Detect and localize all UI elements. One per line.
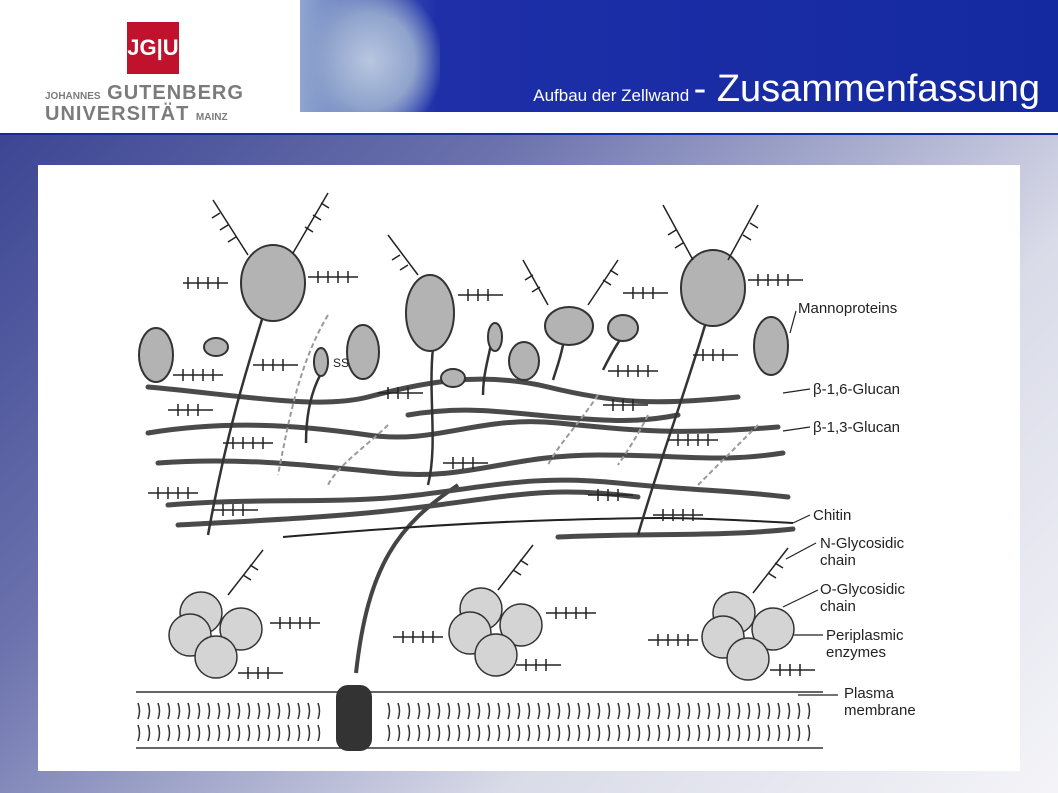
periplasmic-enzymes	[168, 587, 795, 681]
label-b13-glucan: β-1,3-Glucan	[813, 419, 900, 436]
university-logo-mark: JG|U	[127, 22, 179, 74]
slide-title-main: Aufbau der Zellwand	[533, 86, 690, 105]
logo-johannes: JOHANNES	[45, 91, 101, 102]
label-o-glycosidic: O-Glycosidic chain	[820, 581, 906, 615]
label-chitin: Chitin	[813, 507, 852, 524]
logo-universitaet: UNIVERSITÄT	[45, 103, 190, 125]
plasma-membrane-shape	[136, 691, 823, 749]
header-white-stripe	[300, 112, 1058, 135]
membrane-anchor	[336, 483, 460, 751]
glucan-fibers	[145, 376, 796, 540]
slide-header: JG|U JOHANNES GUTENBERG UNIVERSITÄT MAIN…	[0, 0, 1058, 135]
label-b16-glucan: β-1,6-Glucan	[813, 381, 900, 398]
label-plasma-membrane: Plasma membrane	[844, 685, 916, 719]
b16-glucan-strands	[277, 314, 759, 486]
header-divider	[0, 133, 1058, 135]
label-periplasmic: Periplasmic enzymes	[826, 627, 904, 661]
logo-gutenberg: GUTENBERG	[107, 82, 244, 104]
label-disulfide: SS	[333, 356, 350, 370]
label-mannoproteins: Mannoproteins	[798, 300, 898, 317]
slide-title: Aufbau der Zellwand - Zusammenfassung	[533, 68, 1040, 111]
university-name-line2: UNIVERSITÄT MAINZ	[45, 103, 228, 126]
label-leader-lines	[782, 310, 838, 696]
logo-mainz: MAINZ	[195, 112, 228, 123]
chitin-fibers	[282, 517, 794, 538]
label-n-glycosidic: N-Glycosidic chain	[820, 535, 905, 569]
glycosidic-chains	[148, 192, 815, 679]
cell-wall-diagram: Mannoproteins β-1,6-Glucan β-1,3-Glucan …	[38, 165, 1020, 771]
slide-title-sub: - Zusammenfassung	[693, 68, 1040, 110]
university-name-line1: JOHANNES GUTENBERG	[45, 82, 244, 105]
cell-wall-drawing	[136, 192, 838, 751]
mannoprotein-shapes	[138, 244, 789, 388]
